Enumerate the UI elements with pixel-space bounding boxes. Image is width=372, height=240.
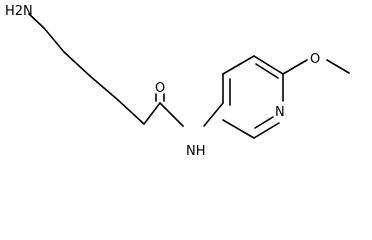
bond-lines — [28, 13, 350, 139]
chemical-structure-diagram: H2N O NH N O — [5, 4, 350, 159]
bond-amino-c1 — [28, 13, 45, 29]
bond-ether-oxygen-methyl — [326, 59, 350, 74]
ether-oxygen-label: O — [310, 52, 320, 67]
amino-group-label: H2N — [5, 4, 33, 19]
atom-labels: H2N O NH N O — [5, 4, 320, 159]
bond-ring-ether-oxygen — [282, 59, 308, 75]
ring-bond-c5-c6 — [253, 55, 284, 75]
ring-bond-c2-c3 — [222, 119, 255, 139]
bond-carbonyl-nh — [159, 102, 184, 127]
ring-bond-c4-c5 — [222, 55, 255, 75]
bond-c4-c5 — [117, 99, 145, 125]
aromatic-inner-bond-2 — [255, 63, 279, 79]
ring-bond-n1-c2 — [253, 122, 280, 139]
pyridine-nitrogen-label: N — [275, 105, 285, 120]
bond-c5-carbonyl — [143, 102, 161, 125]
aromatic-inner-bond-3 — [254, 116, 274, 129]
bond-c1-c2 — [43, 27, 65, 53]
bond-c3-c4 — [89, 75, 119, 101]
carbonyl-oxygen-label: O — [155, 81, 165, 96]
bond-nh-ring — [203, 102, 224, 127]
bond-c2-c3 — [63, 51, 91, 77]
amide-nitrogen-label: NH — [186, 144, 206, 159]
